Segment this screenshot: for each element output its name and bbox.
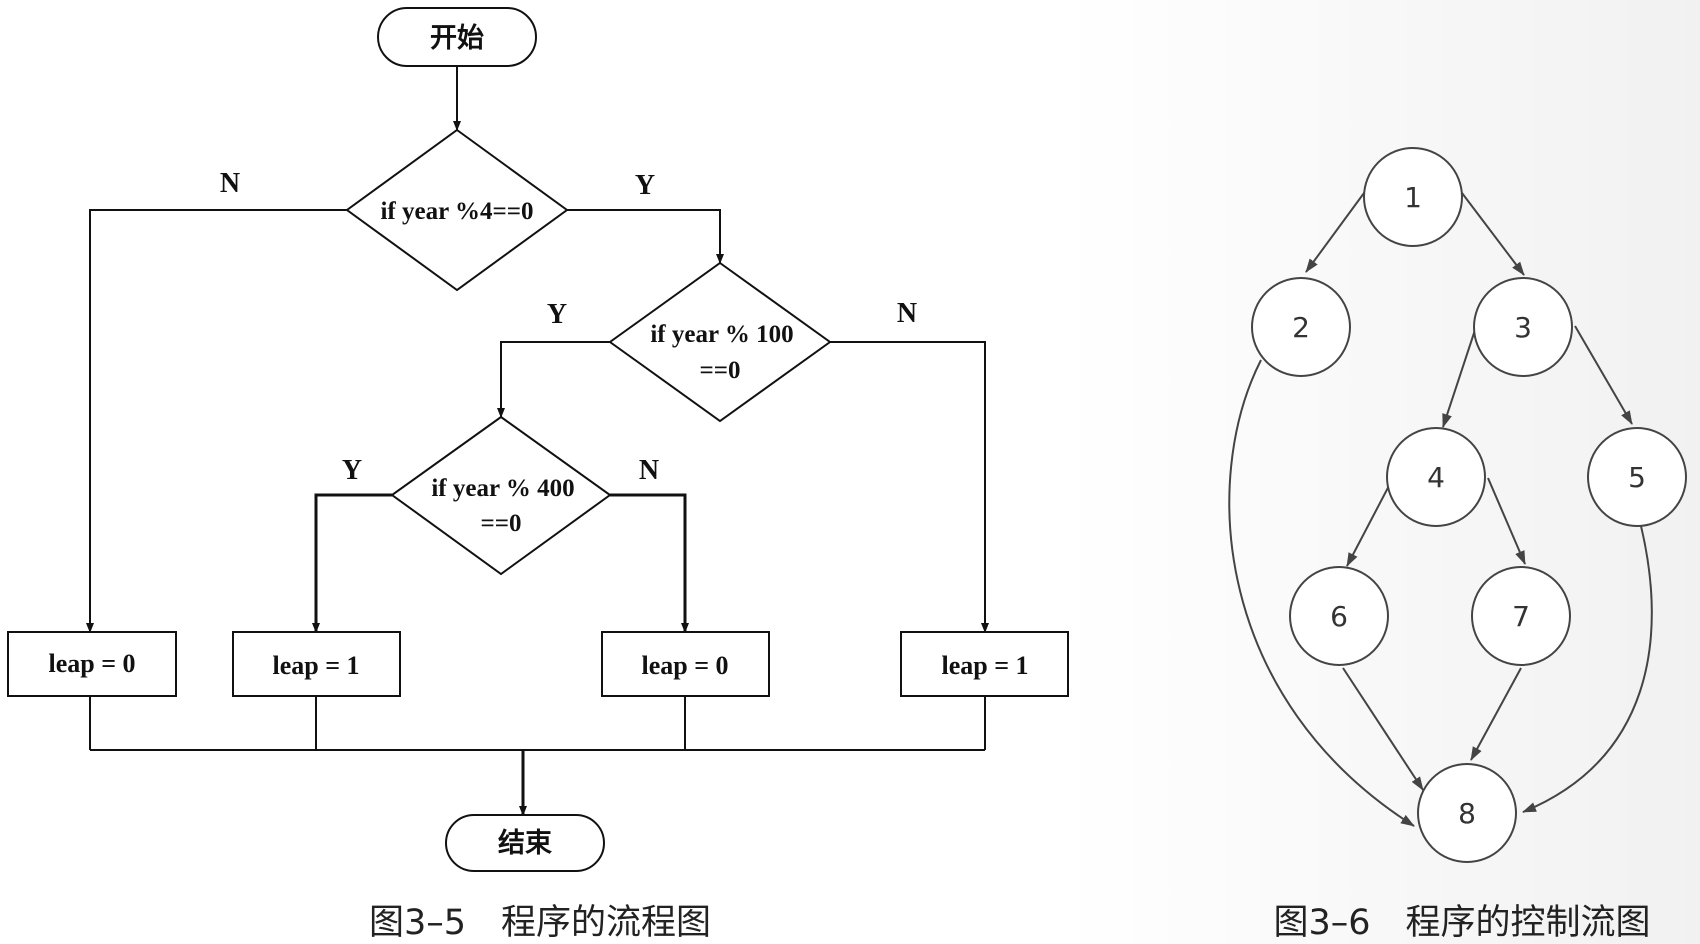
cfg-node-4 [1386,427,1486,527]
flowchart [7,7,1069,872]
cfg-node-8-label: 8 [1458,797,1476,830]
label-d1-no: N [220,168,240,199]
box-leap-0-a [7,631,177,697]
decision-year-mod-100 [608,261,832,423]
cfg-edge-4-7 [1487,477,1526,565]
decision-year-mod-400 [390,415,612,576]
start-label: 开始 [430,22,484,53]
cfg-node-6-label: 6 [1330,600,1348,633]
cfg-node-5-label: 5 [1628,461,1646,494]
cfg-node-3-label: 3 [1514,311,1532,344]
flowchart-labels: 开始 if year %4==0 if year % 100 ==0 if ye… [48,22,1028,943]
label-d1-yes: Y [635,170,655,201]
cfg-node-5 [1587,427,1687,527]
edge-d3-yes [312,493,392,633]
edge-d2-yes [497,341,610,418]
box1-label: leap = 0 [48,649,135,678]
cfg-node-8 [1417,763,1517,863]
box-leap-1-b [900,631,1069,697]
flowchart-caption: 图3–5 程序的流程图 [369,903,711,943]
end-terminal [445,814,605,872]
cfg-node-7-label: 7 [1512,600,1530,633]
label-d3-no: N [639,455,659,486]
cfg-node-4-label: 4 [1427,461,1445,494]
cfg-edge-4-6 [1346,479,1393,567]
label-d2-yes: Y [547,299,567,330]
edge-d2-no [830,341,989,633]
decision3-label-line2: ==0 [481,510,522,537]
edge-d3-no [610,493,689,633]
cfg-edge-3-4 [1442,329,1476,428]
cfg-edge-7-8 [1470,667,1522,761]
cfg-node-7 [1471,566,1571,666]
cfg-edge-6-8 [1342,667,1424,791]
cfg-node-2 [1251,277,1351,377]
label-d2-no: N [897,298,917,329]
cfg-edge-3-5 [1574,325,1633,425]
cfg-node-1 [1363,147,1463,247]
edge-d1-yes [567,209,724,264]
cfg-labels: 1 2 3 4 5 6 7 8 图3–6 程序的控制流图 [1273,181,1650,943]
decision2-label-line2: ==0 [700,357,741,384]
box3-label: leap = 0 [641,651,728,680]
cfg-edge-2-8 [1228,359,1415,827]
box2-label: leap = 1 [272,651,359,680]
decision3-label-line1: if year % 400 [431,475,574,502]
label-d3-yes: Y [342,455,362,486]
decision-year-mod-4 [345,128,569,292]
cfg-caption: 图3–6 程序的控制流图 [1273,903,1650,943]
edge-d1-no [86,209,347,633]
cfg-node-3 [1473,277,1573,377]
control-flow-graph [1228,147,1687,863]
cfg-node-1-label: 1 [1404,181,1422,214]
cfg-edge-1-3 [1461,192,1525,276]
cfg-node-6 [1289,566,1389,666]
end-label: 结束 [498,828,552,858]
cfg-edge-5-8 [1522,525,1653,813]
cfg-edge-1-2 [1305,192,1365,273]
decision2-label-line1: if year % 100 [650,321,793,348]
box-leap-0-b [601,631,770,697]
box4-label: leap = 1 [941,651,1028,680]
cfg-node-2-label: 2 [1292,311,1310,344]
decision1-label: if year %4==0 [380,198,533,225]
